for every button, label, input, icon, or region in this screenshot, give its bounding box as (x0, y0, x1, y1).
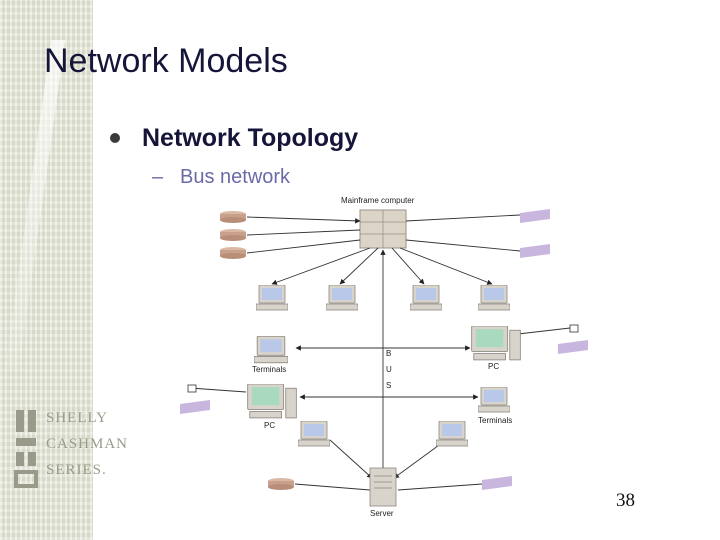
logo-line-3: SERIES. (46, 462, 107, 478)
bus-letter-u: U (386, 365, 392, 374)
server (369, 467, 397, 507)
terminals-label-right: Terminals (478, 416, 512, 425)
slide-number: 38 (616, 490, 635, 511)
terminals-left (254, 336, 288, 364)
bullet-network-topology: Network Topology (142, 124, 359, 152)
logo-mark-icon (14, 410, 38, 488)
sub-bullet-bus-network: Bus network (180, 166, 291, 188)
terminals-label-left: Terminals (252, 365, 286, 374)
mainframe-computer (359, 209, 407, 249)
series-logo: SHELLY CASHMAN SERIES. (14, 408, 127, 495)
pc-left (247, 384, 297, 419)
pc-label-left: PC (264, 421, 275, 430)
bullet-dot (110, 133, 120, 143)
logo-line-2: CASHMAN (46, 436, 129, 452)
decorative-sidebar (0, 0, 93, 540)
logo-line-1: SHELLY (46, 410, 108, 426)
terminals-right (478, 387, 510, 413)
connector-right (569, 324, 579, 333)
connection-lines (189, 214, 571, 491)
bus-letter-b: B (386, 349, 391, 358)
bus-letter-s: S (386, 381, 391, 390)
pc-label-right: PC (488, 362, 499, 371)
connector-left (187, 384, 197, 393)
slide-title: Network Models (44, 42, 288, 80)
server-label: Server (370, 509, 394, 518)
mainframe-label: Mainframe computer (341, 196, 415, 205)
pc-right (471, 326, 521, 361)
sub-bullet-dash: – (152, 166, 164, 188)
